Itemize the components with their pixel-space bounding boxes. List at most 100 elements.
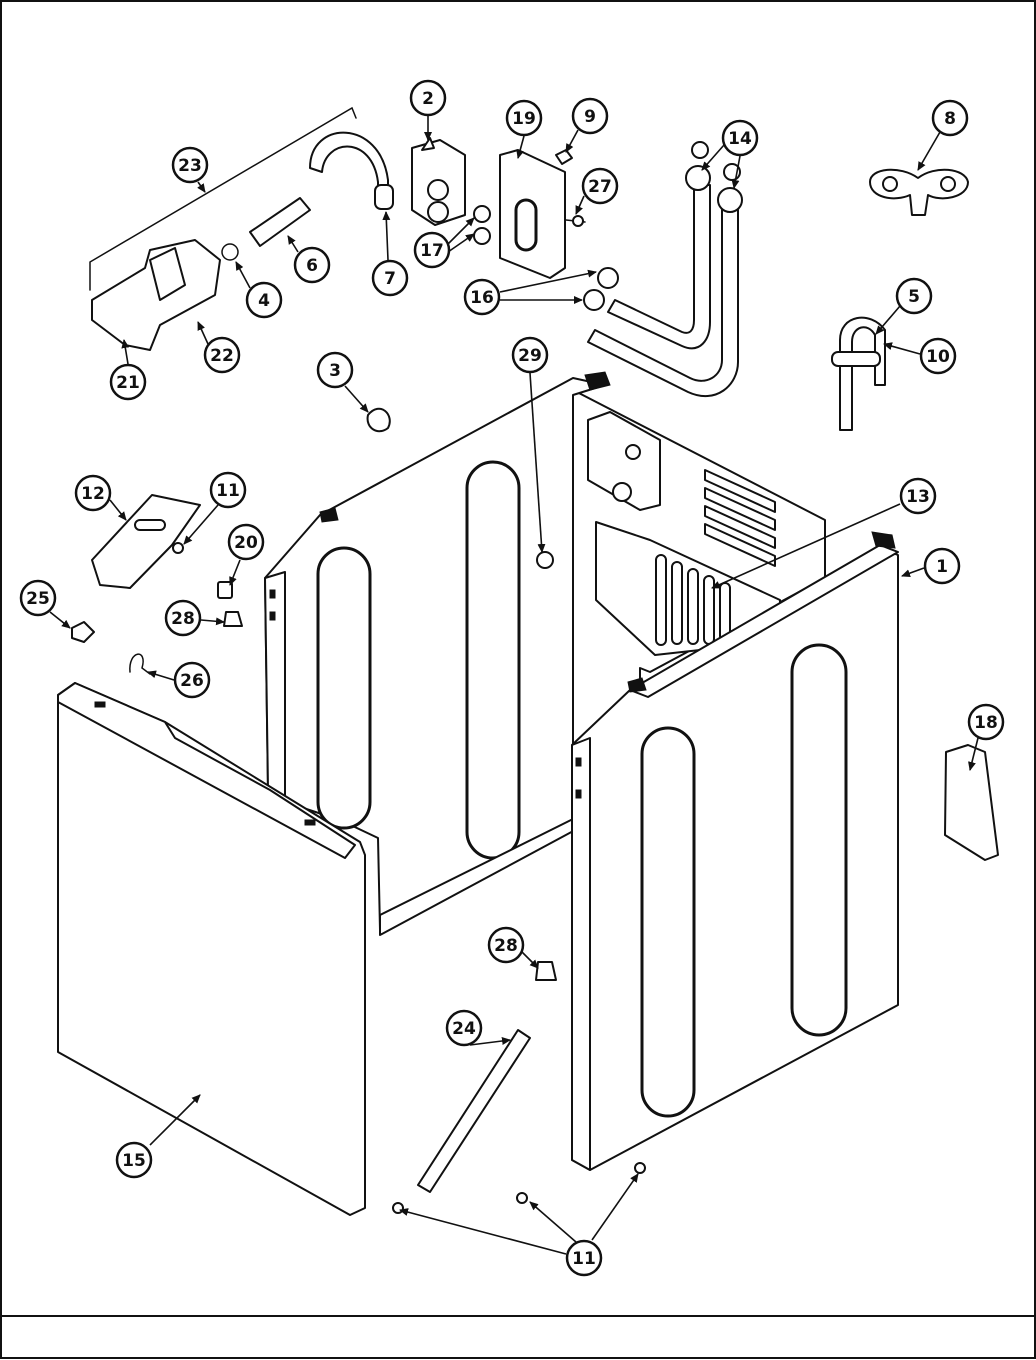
drain-hose-clamp (831, 351, 881, 367)
callout-number: 13 (906, 487, 930, 507)
leader-lines (49, 116, 979, 1255)
cabinet-corner-clip (584, 371, 611, 391)
callout-c18: 18 (967, 703, 1005, 741)
callout-circle (511, 336, 549, 374)
callout-number: 29 (518, 346, 542, 366)
callout-number: 10 (926, 347, 950, 367)
cabinet-right-rear-slot (790, 643, 848, 1037)
fill-hose-short (249, 197, 311, 247)
callout-number: 3 (329, 361, 341, 381)
callout-c11a: 11 (209, 471, 247, 509)
bracket-slot (514, 198, 538, 252)
screw-head (572, 215, 584, 227)
callout-circle (931, 99, 969, 137)
callout-c6: 6 (293, 246, 331, 284)
drain-hose (839, 316, 886, 431)
callout-circle (565, 1239, 603, 1277)
hose-guide (869, 168, 969, 216)
callout-number: 28 (171, 609, 195, 629)
callout-circle (923, 547, 961, 585)
callout-c27: 27 (581, 167, 619, 205)
leader-c24-0 (469, 1037, 511, 1046)
callout-circle (209, 471, 247, 509)
inlet-hose-cold (587, 209, 739, 398)
shield-ribs (655, 554, 731, 646)
callout-circle (203, 336, 241, 374)
leader-c27-0 (575, 195, 585, 215)
callout-number: 6 (306, 256, 318, 276)
callout-c4: 4 (245, 281, 283, 319)
leader-c4-0 (235, 261, 251, 289)
callout-number: 1 (936, 557, 948, 577)
leader-c18-0 (968, 737, 979, 771)
leveling-bracket (91, 494, 201, 589)
callout-number: 9 (584, 107, 596, 127)
cabinet-rear-hole (612, 482, 632, 502)
callout-number: 4 (258, 291, 270, 311)
leader-c5-0 (875, 305, 901, 335)
leader-c19-0 (516, 135, 525, 159)
retainer-clip (71, 621, 95, 643)
callout-c24: 24 (445, 1009, 483, 1047)
callout-circle (505, 99, 543, 137)
cabinet-rear-bracket (587, 411, 661, 511)
callout-circle (721, 119, 759, 157)
callout-circle (413, 231, 451, 269)
flange-hole (269, 611, 276, 621)
cabinet-right-top-edge (629, 544, 899, 698)
callout-c29: 29 (511, 336, 549, 374)
hose-guide-body (869, 168, 969, 216)
valve-inlet (427, 179, 449, 201)
leader-c8-0 (917, 131, 941, 171)
leader-c11b-2 (591, 1173, 639, 1241)
callout-circle (171, 146, 209, 184)
callout-c15: 15 (115, 1141, 153, 1179)
callout-circle (115, 1141, 153, 1179)
leader-c14-0 (701, 144, 725, 171)
callout-c25: 25 (19, 579, 57, 617)
flange-hole (575, 757, 582, 767)
leader-c12-0 (109, 499, 127, 521)
cabinet-corner-clip (319, 507, 339, 523)
callout-c21: 21 (109, 363, 147, 401)
cabinet-right-flange (571, 737, 591, 1171)
callout-number: 21 (116, 373, 140, 393)
fill-funnel (91, 239, 221, 351)
hose-clip (221, 243, 239, 261)
callout-c26: 26 (173, 661, 211, 699)
callout-c28a: 28 (164, 599, 202, 637)
fill-funnel-inner (149, 247, 186, 301)
leader-c20-0 (229, 559, 241, 586)
hose-washer (691, 141, 709, 159)
screw (555, 149, 573, 165)
callout-number: 11 (572, 1249, 596, 1269)
callout-number: 5 (908, 287, 920, 307)
callout-circle (173, 661, 211, 699)
leader-c17-0 (447, 217, 475, 245)
leveling-bracket-slot (134, 519, 166, 531)
callout-number: 7 (384, 269, 396, 289)
callout-circle (899, 477, 937, 515)
front-panel-top-flange (57, 682, 356, 859)
callout-c12: 12 (74, 474, 112, 512)
cabinet-left-front-slot (316, 546, 372, 830)
assembly-bracket-line (89, 106, 357, 291)
callout-c13: 13 (899, 477, 937, 515)
callout-c5: 5 (895, 277, 933, 315)
callout-number: 12 (81, 484, 105, 504)
support-rod (417, 1029, 531, 1193)
callout-number: 27 (588, 177, 612, 197)
callout-c9: 9 (571, 97, 609, 135)
callout-number: 15 (122, 1151, 146, 1171)
leader-c22-0 (197, 321, 209, 345)
callout-number: 14 (728, 129, 752, 149)
callout-number: 2 (422, 89, 434, 109)
callout-number: 23 (178, 156, 202, 176)
hose-coupling (583, 289, 605, 311)
callout-number: 24 (452, 1019, 476, 1039)
front-panel-slot (94, 701, 106, 708)
callout-c16: 16 (463, 278, 501, 316)
